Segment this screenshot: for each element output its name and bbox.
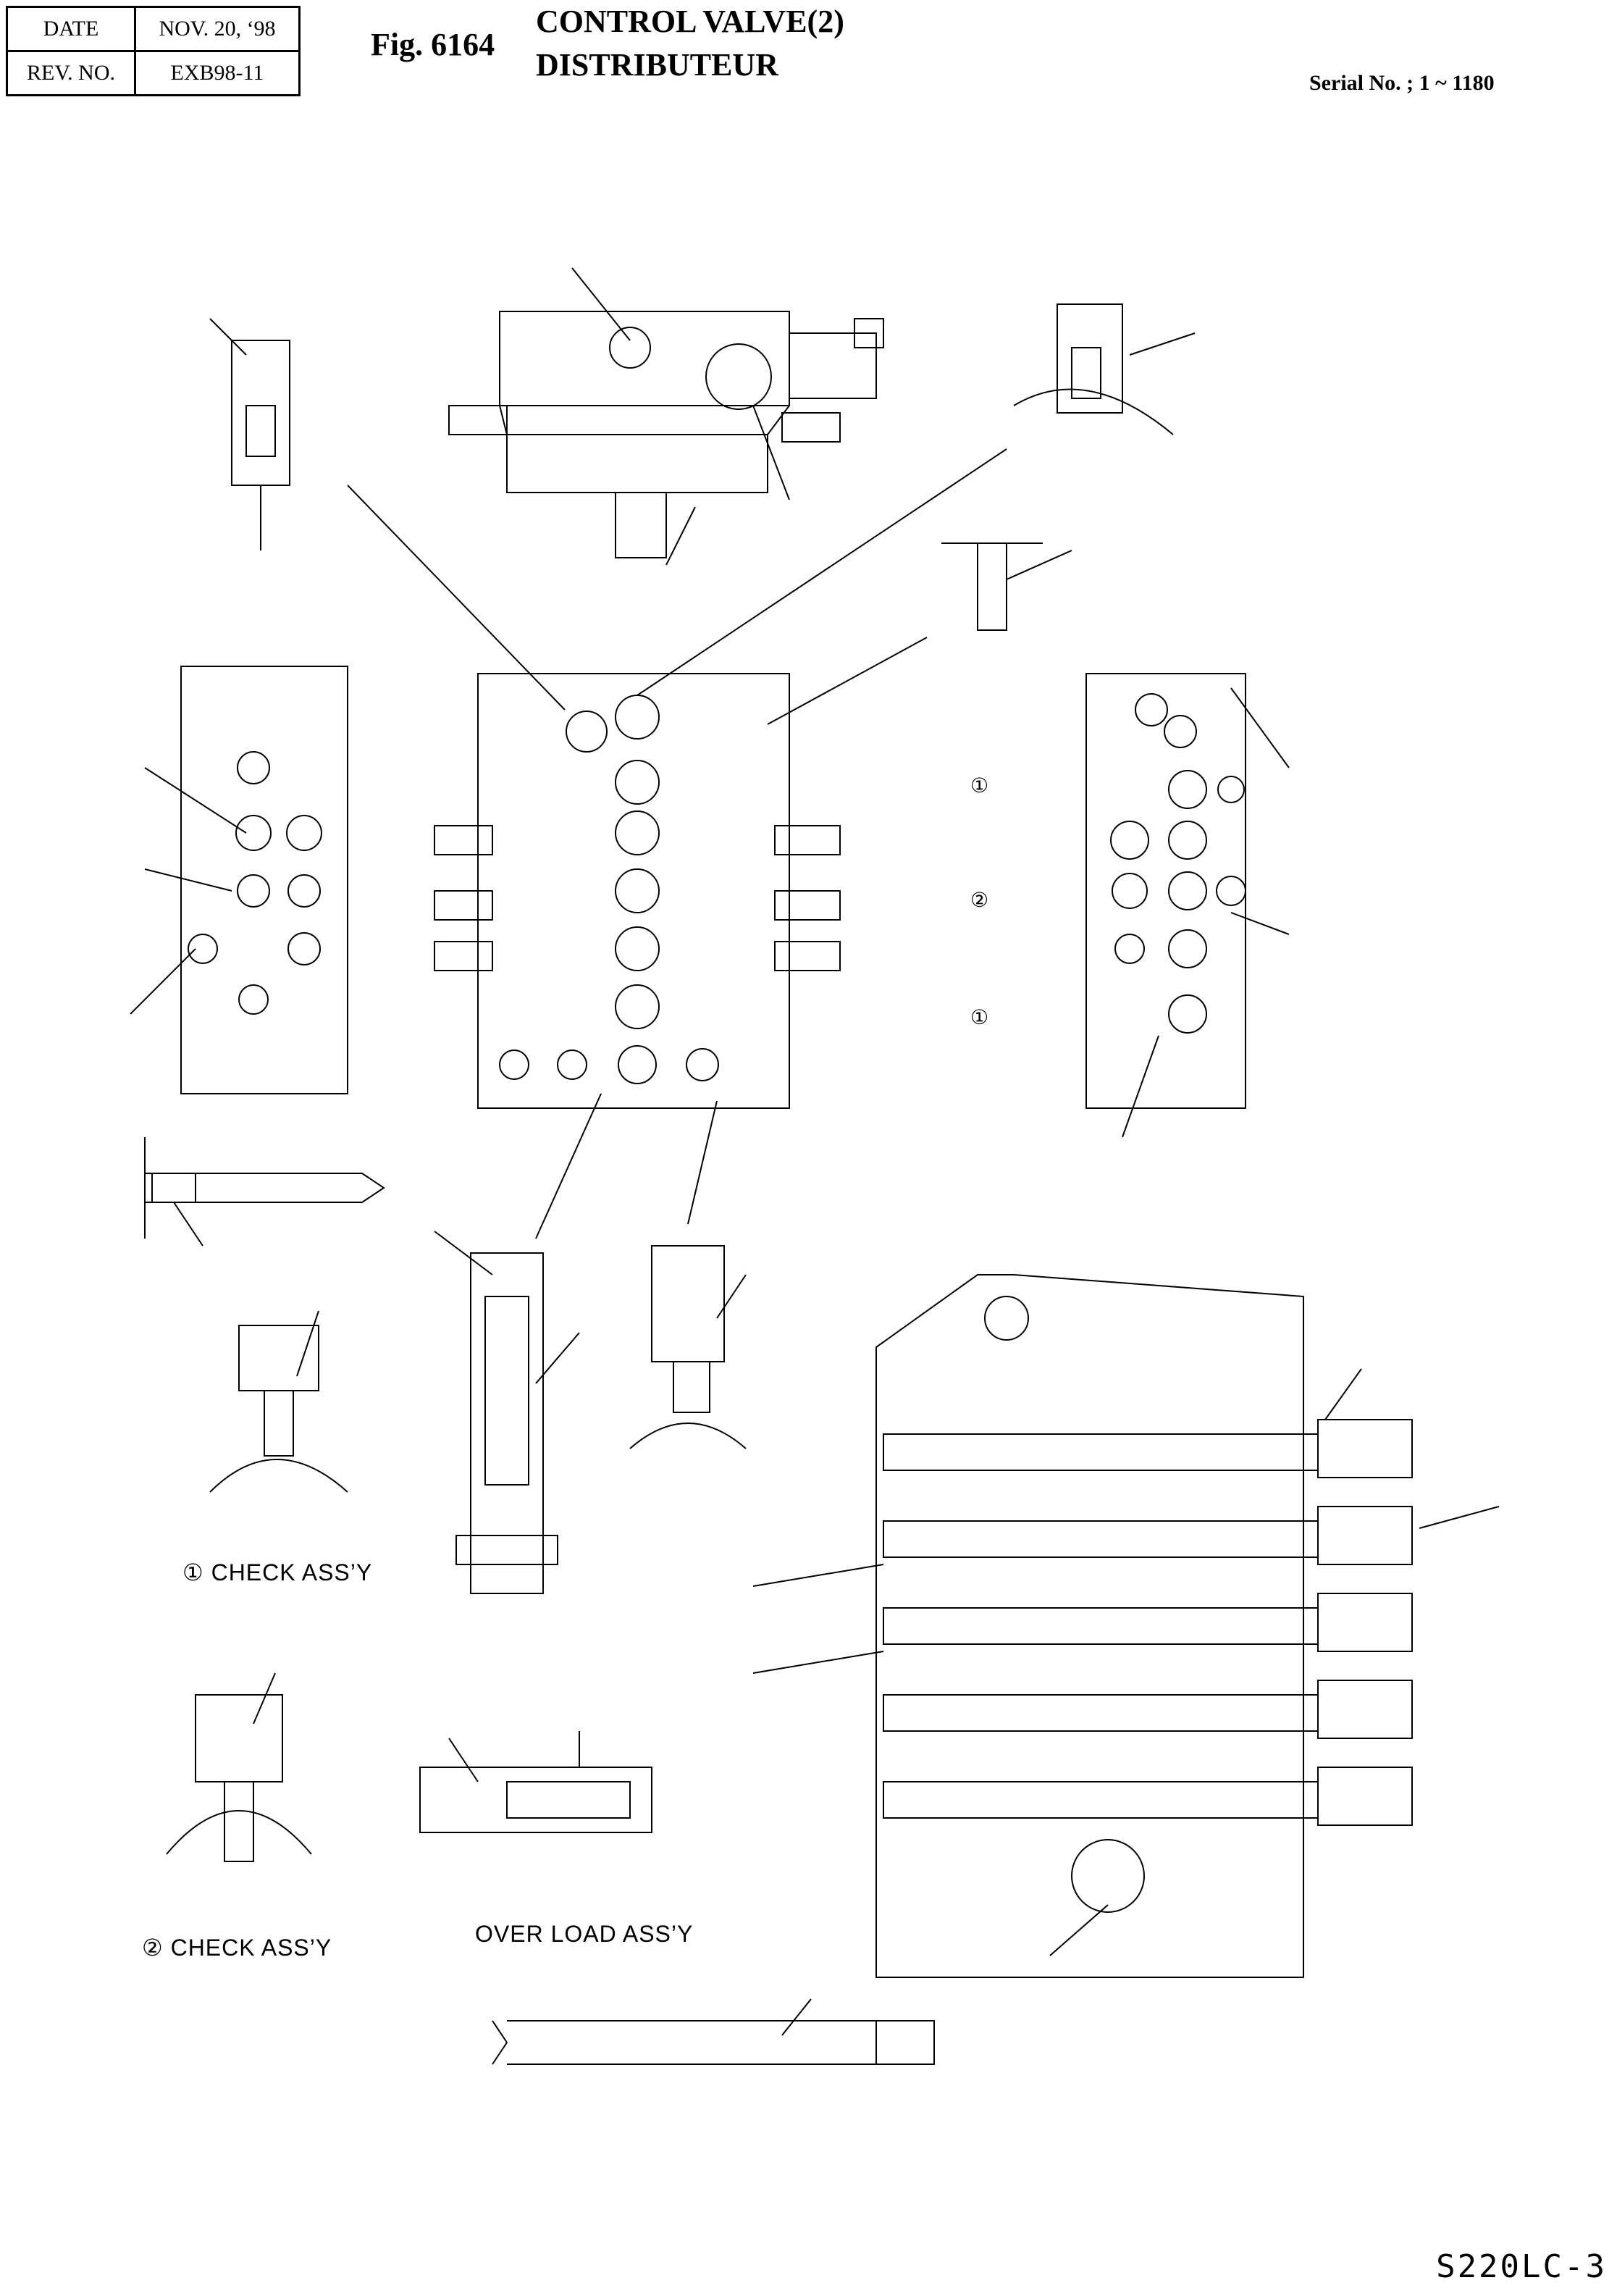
check-assy-1-caption: ① CHECK ASS’Y: [182, 1559, 373, 1585]
check-marker-1-upper: ①: [970, 774, 989, 797]
serial-range: Serial No. ; 1 ~ 1180: [1309, 71, 1495, 95]
valve-top-view: [449, 268, 883, 565]
spool-detail: [145, 1137, 384, 1246]
overload-assy-caption: OVER LOAD ASS’Y: [475, 1921, 694, 1947]
valve-front-view: [348, 449, 1007, 1239]
date-label: DATE: [6, 6, 136, 52]
figure-title-french: DISTRIBUTEUR: [536, 47, 778, 83]
valve-sectional-view: [753, 1275, 1499, 1977]
overload-assy-drawing: [420, 1731, 652, 1832]
plug-detail-top-right: [1014, 304, 1195, 435]
rev-no-value: EXB98-11: [134, 50, 301, 96]
revision-table: DATE NOV. 20, ‘98 REV. NO. EXB98-11: [6, 6, 301, 96]
rev-no-label: REV. NO.: [6, 50, 136, 96]
date-value: NOV. 20, ‘98: [134, 6, 301, 52]
check-assy-1-drawing: [210, 1311, 348, 1492]
relief-valve-drawing-2: [630, 1246, 746, 1449]
check-assy-2-drawing: [167, 1673, 311, 1861]
model-code: S220LC-3: [1436, 2248, 1607, 2285]
check-assy-2-caption: ② CHECK ASS’Y: [142, 1935, 332, 1961]
plug-detail-small: [941, 543, 1072, 630]
valve-right-side-view: [1086, 674, 1289, 1137]
figure-title-english: CONTROL VALVE(2): [536, 4, 844, 39]
relief-valve-drawing: [434, 1231, 579, 1593]
check-marker-1-lower: ①: [970, 1005, 989, 1029]
valve-left-side-view: [130, 666, 348, 1094]
bottom-spool-drawing: [492, 1999, 934, 2064]
check-marker-2: ②: [970, 888, 989, 912]
figure-number: Fig. 6164: [371, 27, 495, 62]
plug-detail-top-left: [210, 319, 290, 550]
